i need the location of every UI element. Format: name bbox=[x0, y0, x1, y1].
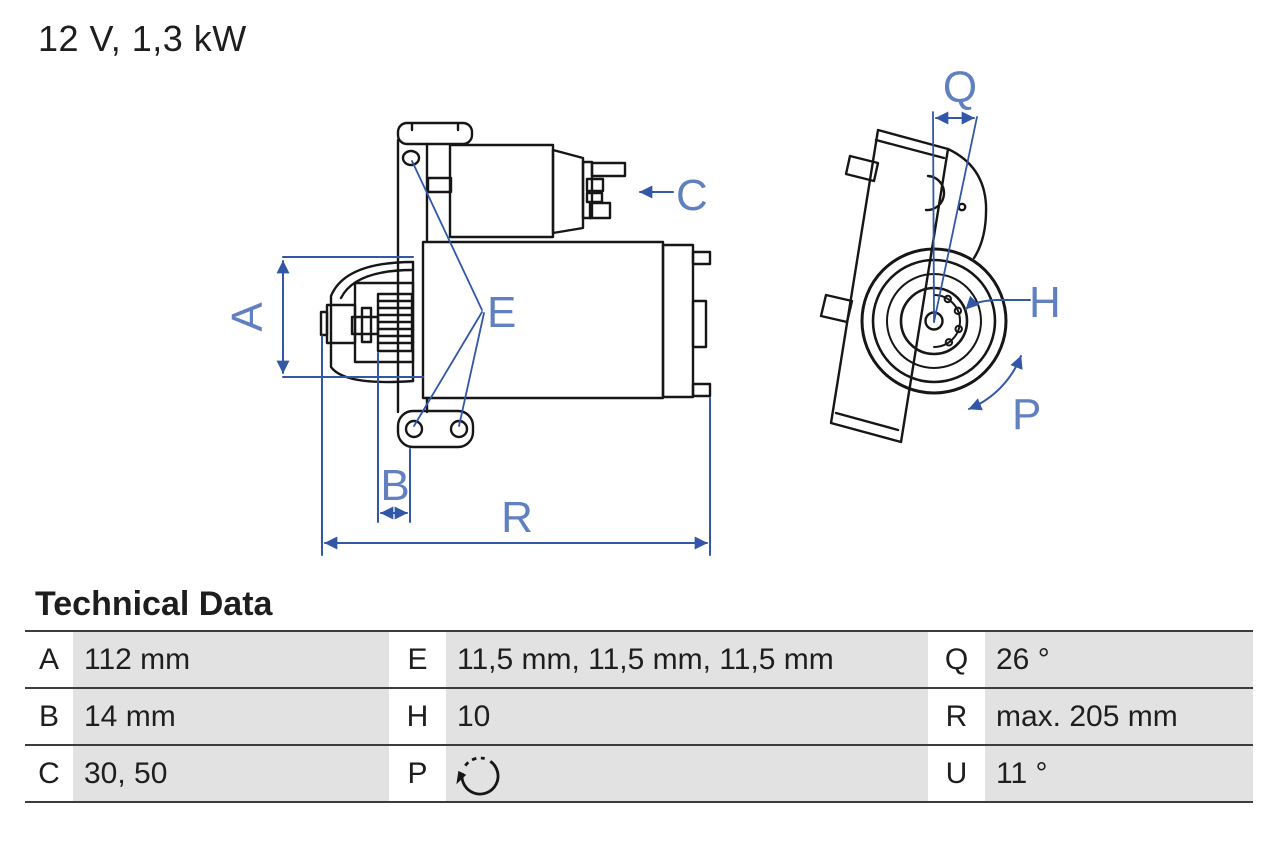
solenoid-body bbox=[448, 143, 555, 239]
table-row: B 14 mm H 10 R max. 205 mm bbox=[25, 689, 1253, 746]
tilted-body bbox=[829, 128, 950, 444]
motor-body bbox=[421, 240, 665, 400]
dim-label-e: E bbox=[487, 288, 516, 337]
terminal-top bbox=[590, 161, 627, 178]
dim-label-c: C bbox=[676, 171, 708, 220]
shaft-tip bbox=[319, 310, 329, 337]
pinion-gear-teeth bbox=[376, 299, 414, 345]
terminal-mid-1 bbox=[585, 177, 605, 193]
drive-bell-rim bbox=[339, 268, 415, 300]
bracket-foot-hole-right bbox=[449, 419, 469, 439]
bracket-top-hole bbox=[401, 149, 421, 167]
spline-tooth-3 bbox=[954, 324, 963, 334]
table-key-u: U bbox=[928, 746, 985, 801]
table-key-c: C bbox=[25, 746, 73, 801]
bracket-foot-hole-left bbox=[404, 419, 424, 439]
bracket-top-tab bbox=[396, 121, 474, 146]
dim-e-leader-left bbox=[413, 311, 483, 427]
table-value-e: 11,5 mm, 11,5 mm, 11,5 mm bbox=[446, 632, 928, 687]
starter-motor-drawing: A B R C E Q H P bbox=[223, 63, 1061, 556]
table-value-r: max. 205 mm bbox=[985, 689, 1253, 744]
end-view-outline bbox=[819, 128, 1008, 444]
table-value-a: 112 mm bbox=[73, 632, 389, 687]
table-value-p bbox=[446, 746, 928, 801]
end-cap-tab-top bbox=[691, 250, 712, 266]
dim-q-line-1 bbox=[932, 111, 935, 323]
bracket-top-ticks bbox=[410, 122, 460, 132]
table-value-u: 11 ° bbox=[985, 746, 1253, 801]
table-value-q: 26 ° bbox=[985, 632, 1253, 687]
section-heading: Technical Data bbox=[35, 585, 273, 623]
tilted-body-bottom-rim bbox=[834, 411, 900, 432]
page-title: 12 V, 1,3 kW bbox=[38, 18, 247, 59]
body-tab-top bbox=[844, 154, 880, 183]
spline-tooth-4 bbox=[944, 338, 954, 347]
dim-e-leader-right bbox=[458, 312, 485, 427]
solenoid-step bbox=[426, 176, 453, 194]
table-key-b: B bbox=[25, 689, 73, 744]
dim-label-b: B bbox=[380, 461, 409, 510]
table-row: A 112 mm E 11,5 mm, 11,5 mm, 11,5 mm Q 2… bbox=[25, 632, 1253, 689]
dim-p-rotation-arc bbox=[968, 355, 1023, 411]
table-key-a: A bbox=[25, 632, 73, 687]
end-cap-boss bbox=[691, 299, 708, 349]
flange-small-hole bbox=[957, 202, 967, 212]
dimension-lines bbox=[276, 111, 1031, 556]
table-key-e: E bbox=[389, 632, 446, 687]
drive-bell-outer bbox=[329, 260, 415, 384]
dim-e-leader-top bbox=[411, 160, 483, 311]
solenoid-cap bbox=[551, 148, 585, 235]
terminal-mid-2 bbox=[585, 191, 604, 204]
rotation-direction-icon bbox=[456, 756, 500, 795]
table-key-q: Q bbox=[928, 632, 985, 687]
table-key-p: P bbox=[389, 746, 446, 801]
terminal-bottom bbox=[588, 201, 612, 220]
dim-label-p: P bbox=[1012, 390, 1041, 439]
table-value-c: 30, 50 bbox=[73, 746, 389, 801]
dim-label-q: Q bbox=[943, 63, 977, 112]
dimension-labels: A B R C E Q H P bbox=[223, 63, 1061, 542]
dim-label-r: R bbox=[501, 493, 533, 542]
table-key-r: R bbox=[928, 689, 985, 744]
technical-data-table: A 112 mm E 11,5 mm, 11,5 mm, 11,5 mm Q 2… bbox=[25, 630, 1253, 803]
table-key-h: H bbox=[389, 689, 446, 744]
bracket-foot bbox=[396, 409, 475, 449]
table-value-h: 10 bbox=[446, 689, 928, 744]
table-row: C 30, 50 P U 11 ° bbox=[25, 746, 1253, 803]
spline-tooth-1 bbox=[943, 294, 952, 304]
spline-tooth-2 bbox=[953, 306, 963, 315]
motor-end-cap bbox=[661, 243, 695, 399]
side-view-outline bbox=[319, 121, 712, 449]
dim-label-h: H bbox=[1029, 278, 1061, 327]
dim-q-line-2 bbox=[933, 116, 978, 323]
dim-h-arrow bbox=[965, 295, 1031, 310]
table-value-b: 14 mm bbox=[73, 689, 389, 744]
dim-label-a: A bbox=[223, 302, 272, 332]
shaft-collar bbox=[360, 306, 373, 344]
flange-shoulder bbox=[946, 147, 988, 260]
body-tab-bottom bbox=[819, 293, 854, 324]
end-cap-tab-bottom bbox=[691, 382, 712, 398]
